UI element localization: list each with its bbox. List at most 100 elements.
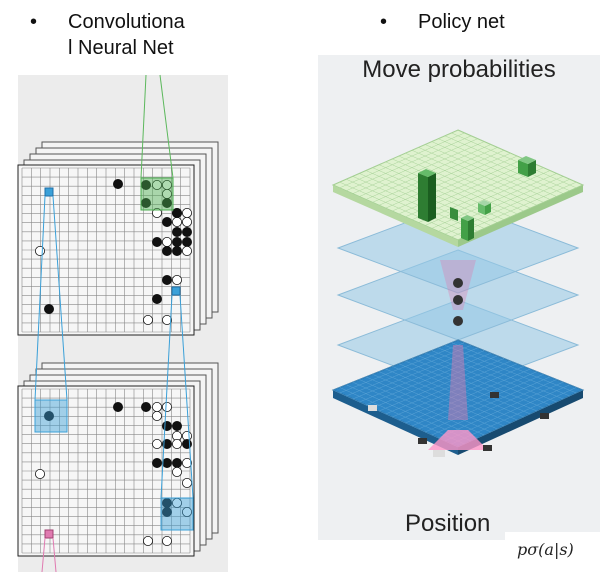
output-move-probability-board <box>331 129 585 241</box>
grid-line <box>418 355 544 409</box>
blue-unit-top-left <box>44 187 54 197</box>
black-stone-icon <box>171 207 182 218</box>
position-label: Position <box>405 510 491 537</box>
grid-line <box>346 345 472 397</box>
grid-line <box>378 358 505 412</box>
white-stone-icon <box>35 468 46 479</box>
grid-line <box>385 360 511 415</box>
grid-line <box>438 138 564 194</box>
grid-line <box>392 366 518 421</box>
black-stone-icon <box>171 420 182 431</box>
black-stone-icon <box>161 506 172 517</box>
grid-line <box>392 158 518 215</box>
output-board-side <box>458 185 583 247</box>
grid-line <box>457 129 584 186</box>
white-stone-icon <box>181 207 192 218</box>
blue-projection-line <box>34 195 46 401</box>
probability-bar <box>485 203 491 215</box>
grid-line <box>339 132 465 189</box>
grid-line <box>359 379 485 436</box>
black-stone-icon <box>161 274 172 285</box>
black-stone-icon <box>161 245 172 256</box>
white-stone-icon <box>142 536 153 547</box>
probability-bar <box>461 218 468 241</box>
probability-bar <box>518 160 528 177</box>
grid-line <box>372 355 498 409</box>
grid-line <box>352 176 478 232</box>
output-board-side <box>333 185 458 247</box>
bullet-icon: • <box>380 11 388 33</box>
black-stone-icon <box>161 216 172 227</box>
black-stone-icon <box>151 457 162 468</box>
grid-line <box>346 135 472 192</box>
grid-line <box>398 363 524 418</box>
black-stone-icon <box>171 245 182 256</box>
white-stone-icon <box>368 405 377 411</box>
white-stone-icon <box>151 207 162 218</box>
white-stone-icon <box>161 236 172 247</box>
input-board-side <box>458 390 583 455</box>
white-stone-icon <box>142 314 153 325</box>
grid-line <box>398 155 524 212</box>
black-stone-icon <box>171 226 182 237</box>
grid-line <box>385 152 511 209</box>
grid-line <box>411 371 538 427</box>
white-stone-icon <box>171 274 182 285</box>
grid-line <box>405 368 531 424</box>
pink-projection-line <box>52 537 57 572</box>
grid-line <box>431 379 557 436</box>
black-stone-icon <box>418 438 427 444</box>
white-stone-icon <box>151 410 162 421</box>
bullet-icon: • <box>30 11 38 33</box>
grid-line <box>451 132 577 189</box>
move-probabilities-label: Move probabilities <box>362 56 556 83</box>
pink-projection-line <box>41 537 46 572</box>
grid-line <box>398 366 524 421</box>
output-board-grid <box>332 129 584 241</box>
probability-bar <box>478 203 485 215</box>
grid-line <box>431 141 557 197</box>
grid-line <box>457 184 584 241</box>
black-stone-icon <box>44 303 55 314</box>
black-stone-icon <box>113 178 124 189</box>
white-stone-icon <box>171 216 182 227</box>
grid-line <box>392 363 518 418</box>
grid-line <box>418 147 544 203</box>
grid-line <box>431 173 557 229</box>
green-filter-highlight <box>140 177 174 211</box>
grid-line <box>378 371 505 427</box>
probability-bars <box>418 156 536 241</box>
black-stone-icon <box>161 438 172 449</box>
grid-line <box>352 347 478 400</box>
white-stone-icon <box>181 245 192 256</box>
pink-unit <box>44 529 54 539</box>
grid-line <box>457 339 584 391</box>
white-stone-icon <box>35 245 46 256</box>
cnn-board-stack-diagram <box>17 74 228 572</box>
white-stone-icon <box>151 438 162 449</box>
grid-line <box>411 150 538 206</box>
grid-line <box>457 389 584 448</box>
blue-filter-highlight <box>160 497 194 531</box>
grid-line <box>425 144 551 200</box>
go-grid-top <box>21 167 191 333</box>
black-stone-icon <box>151 293 162 304</box>
grid-line <box>405 152 531 209</box>
policy-net-diagram <box>331 129 585 457</box>
grid-line <box>332 339 459 391</box>
grid-line <box>438 347 564 400</box>
green-projection-line <box>159 74 174 179</box>
neuron-dot <box>453 278 463 288</box>
probability-bar <box>450 207 458 221</box>
black-stone-icon <box>44 410 55 421</box>
grid-line <box>425 376 551 433</box>
black-stone-icon <box>161 420 172 431</box>
grid-line <box>418 167 544 223</box>
black-stone-icon <box>171 236 182 247</box>
black-stone-icon <box>161 457 172 468</box>
grid-line <box>411 358 538 412</box>
policy-formula-text: pσ(a|s) <box>517 540 574 559</box>
blue-filter-highlight <box>34 399 68 433</box>
green-projection-line <box>140 74 147 179</box>
white-stone-icon <box>171 466 182 477</box>
